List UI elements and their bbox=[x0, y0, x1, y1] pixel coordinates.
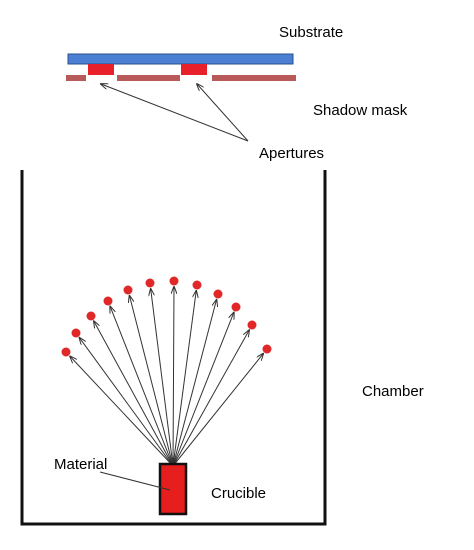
particle-icon bbox=[86, 311, 96, 321]
particle-icon bbox=[213, 289, 223, 299]
mask-segment-3 bbox=[212, 75, 296, 81]
trajectory-arrow bbox=[110, 307, 174, 467]
label-apertures: Apertures bbox=[259, 145, 324, 162]
mask-segment-2 bbox=[117, 75, 180, 81]
particle-icon bbox=[145, 278, 155, 288]
deposit-right bbox=[181, 64, 207, 75]
trajectory-arrow bbox=[70, 356, 174, 467]
trajectory-arrow bbox=[172, 354, 263, 467]
particle-icon bbox=[262, 344, 272, 354]
trajectory-arrow bbox=[151, 289, 174, 467]
particle-icon bbox=[123, 285, 133, 295]
trajectory-arrow bbox=[172, 291, 196, 467]
aperture-pointer-left bbox=[101, 84, 249, 142]
particle-trajectories bbox=[70, 287, 263, 467]
trajectory-arrow bbox=[80, 338, 174, 467]
label-material: Material bbox=[54, 456, 107, 473]
particle-icon bbox=[169, 276, 179, 286]
particle-icon bbox=[231, 302, 241, 312]
particle-icon bbox=[103, 296, 113, 306]
trajectory-arrow bbox=[173, 287, 174, 467]
mask-segment-1 bbox=[66, 75, 86, 81]
trajectory-arrow bbox=[94, 321, 174, 467]
label-chamber: Chamber bbox=[362, 383, 424, 400]
particle-icon bbox=[71, 328, 81, 338]
evaporated-particles bbox=[61, 276, 272, 357]
trajectory-arrow bbox=[172, 330, 249, 467]
deposit-left bbox=[88, 64, 114, 75]
trajectory-arrow bbox=[130, 296, 174, 467]
label-crucible: Crucible bbox=[211, 485, 266, 502]
substrate-bar bbox=[67, 53, 294, 65]
trajectory-arrow bbox=[172, 300, 217, 467]
particle-icon bbox=[61, 347, 71, 357]
particle-icon bbox=[192, 280, 202, 290]
aperture-pointer-right bbox=[197, 84, 249, 142]
trajectory-arrow bbox=[172, 313, 234, 467]
crucible bbox=[158, 462, 188, 516]
material-pointer bbox=[99, 471, 171, 491]
particle-icon bbox=[247, 320, 257, 330]
chamber-wall bbox=[20, 170, 327, 526]
label-substrate: Substrate bbox=[279, 24, 343, 41]
label-shadow-mask: Shadow mask bbox=[313, 102, 408, 119]
